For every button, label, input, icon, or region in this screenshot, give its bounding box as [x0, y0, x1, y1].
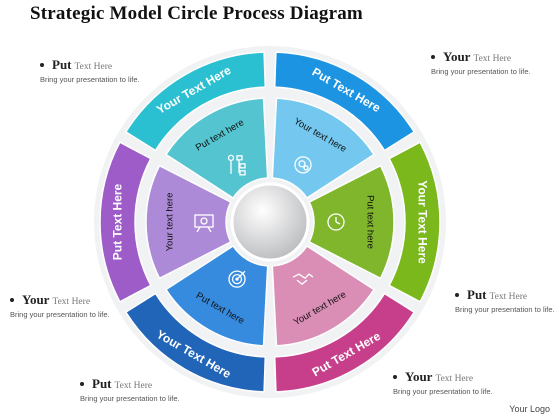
outer-segment-4	[124, 292, 267, 393]
clock-icon	[327, 213, 345, 231]
note-label: Put	[92, 376, 112, 391]
note-label: Put	[467, 287, 487, 302]
outer-segment-6	[124, 51, 267, 152]
brain-gears-icon	[294, 156, 312, 174]
bullet-icon	[10, 298, 14, 302]
note-label: Your	[405, 369, 433, 384]
presentation-board-icon	[194, 214, 214, 233]
org-chart-icon	[227, 154, 246, 176]
note-body: Bring your presentation to life.	[455, 304, 555, 314]
note-body: Bring your presentation to life.	[10, 309, 110, 319]
inner-segment-label: Put text here	[365, 195, 376, 249]
note-body: Bring your presentation to life.	[40, 74, 140, 84]
outer-segment-2	[388, 141, 441, 303]
bullet-icon	[80, 382, 84, 386]
outer-segment-label: Put Text Here	[111, 183, 125, 260]
handshake-icon	[292, 273, 314, 285]
inner-segment-1	[271, 97, 376, 200]
bullet-icon	[431, 55, 435, 59]
note-label: Your	[22, 292, 50, 307]
inner-segment-4	[164, 244, 269, 347]
note-label: Put	[52, 57, 72, 72]
logo-text: Your Logo	[509, 404, 550, 414]
note-label: Your	[443, 49, 471, 64]
page-title: Strategic Model Circle Process Diagram	[30, 3, 363, 24]
note-sublabel: Text Here	[435, 374, 474, 384]
note-body: Bring your presentation to life.	[431, 66, 531, 76]
outer-segment-3	[273, 292, 416, 393]
inner-segment-2	[308, 164, 395, 280]
bullet-icon	[40, 63, 44, 67]
bullet-icon	[393, 375, 397, 379]
note-body: Bring your presentation to life.	[80, 393, 180, 403]
target-icon	[228, 270, 246, 288]
note-sublabel: Text Here	[74, 62, 113, 72]
center-hub	[230, 182, 310, 262]
note-body: Bring your presentation to life.	[393, 386, 493, 396]
outer-segment-5	[99, 141, 152, 303]
outer-segment-label: Your Text Here	[416, 180, 430, 264]
note-sublabel: Text Here	[473, 54, 512, 64]
note-sublabel: Text Here	[489, 292, 528, 302]
inner-segment-5	[145, 164, 232, 280]
outer-segment-1	[273, 51, 416, 152]
inner-segment-3	[271, 244, 376, 347]
inner-segment-label: Your text here	[165, 193, 176, 252]
inner-segment-6	[164, 97, 269, 200]
note-sublabel: Text Here	[114, 381, 153, 391]
bullet-icon	[455, 293, 459, 297]
note-sublabel: Text Here	[52, 297, 91, 307]
